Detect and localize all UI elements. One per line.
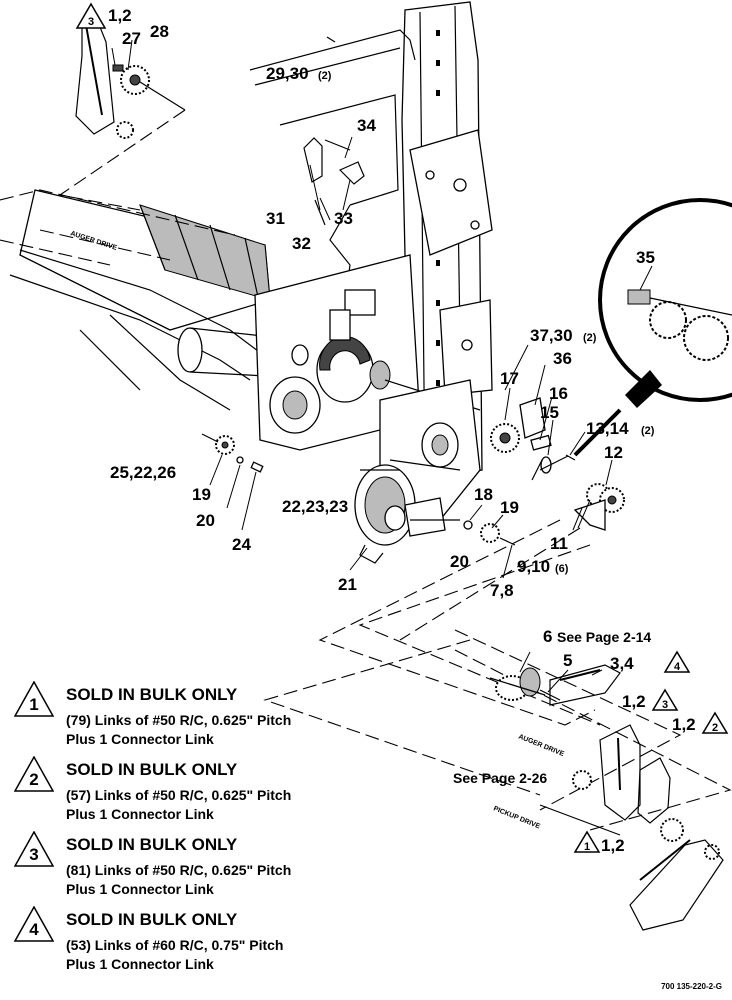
see-page-2-14: See Page 2-14 bbox=[557, 629, 651, 645]
callout-1-2-b: 1,2 bbox=[672, 715, 696, 734]
triangle-ref-3-mid-number: 3 bbox=[662, 699, 668, 711]
note-2-line1: (57) Links of #50 R/C, 0.625" Pitch bbox=[66, 787, 292, 803]
note-2-number: 2 bbox=[29, 770, 39, 789]
callout-31: 31 bbox=[266, 209, 285, 228]
callout-20-right: 20 bbox=[450, 552, 469, 571]
callout-18: 18 bbox=[474, 485, 493, 504]
callout-22-23-23: 22,23,23 bbox=[282, 497, 348, 516]
note-3-heading: SOLD IN BULK ONLY bbox=[66, 835, 238, 854]
callout-21: 21 bbox=[338, 575, 357, 594]
callout-35: 35 bbox=[636, 248, 655, 267]
callout-6: 6 bbox=[543, 627, 552, 646]
callout-1-2-a: 1,2 bbox=[622, 692, 646, 711]
note-2-line2: Plus 1 Connector Link bbox=[66, 806, 214, 822]
note-3-number: 3 bbox=[29, 845, 39, 864]
note-1-number: 1 bbox=[29, 695, 39, 714]
callout-19-right: 19 bbox=[500, 498, 519, 517]
callout-9-10: 9,10 bbox=[517, 557, 550, 576]
drive-plate bbox=[254, 254, 481, 451]
note-2-heading: SOLD IN BULK ONLY bbox=[66, 760, 238, 779]
figure-id: 700 135-220-2-G bbox=[661, 982, 722, 991]
note-4-number: 4 bbox=[29, 920, 39, 939]
note-3-triangle: 3 bbox=[14, 831, 54, 867]
pickup-drive-label: PICKUP DRIVE bbox=[492, 805, 541, 830]
callout-13-14-qty: (2) bbox=[641, 425, 655, 437]
triangle-ref-2-mid: 2 bbox=[701, 711, 729, 734]
callout-34: 34 bbox=[357, 116, 376, 135]
callout-37-30: 37,30 bbox=[530, 326, 573, 345]
leader-lines bbox=[111, 39, 653, 693]
note-1-heading: SOLD IN BULK ONLY bbox=[66, 685, 238, 704]
callout-27: 27 bbox=[122, 29, 141, 48]
triangle-ref-3-mid: 3 bbox=[651, 688, 679, 711]
triangle-ref-3-top-number: 3 bbox=[88, 16, 94, 28]
auger-tube bbox=[0, 189, 306, 411]
triangle-ref-3-top: 3 bbox=[75, 2, 107, 29]
callout-29-30-qty: (2) bbox=[318, 70, 332, 82]
callout-13-14: 13,14 bbox=[586, 419, 629, 438]
note-1-line2: Plus 1 Connector Link bbox=[66, 731, 214, 747]
triangle-ref-4-number: 4 bbox=[674, 661, 681, 673]
note-4-line2: Plus 1 Connector Link bbox=[66, 956, 214, 972]
detail-circle bbox=[573, 198, 732, 457]
callout-37-30-qty: (2) bbox=[583, 332, 597, 344]
see-page-2-26: See Page 2-26 bbox=[453, 770, 547, 786]
callout-11: 11 bbox=[550, 534, 568, 553]
note-1-line1: (79) Links of #50 R/C, 0.625" Pitch bbox=[66, 712, 292, 728]
triangle-ref-1-low: 1 bbox=[573, 830, 601, 853]
callout-7-8: 7,8 bbox=[490, 581, 514, 600]
callout-24: 24 bbox=[232, 535, 251, 554]
note-4-triangle: 4 bbox=[14, 906, 54, 942]
callout-3-4: 3,4 bbox=[610, 654, 634, 673]
drive-boundaries bbox=[0, 109, 732, 831]
exploded-parts bbox=[75, 11, 625, 546]
callout-29-30: 29,30 bbox=[266, 64, 309, 83]
callout-5: 5 bbox=[563, 651, 572, 670]
callout-25-22-26: 25,22,26 bbox=[110, 463, 176, 482]
lower-chains bbox=[489, 664, 724, 931]
auger-drive-bottom-label: AUGER DRIVE bbox=[517, 733, 565, 758]
note-3-line2: Plus 1 Connector Link bbox=[66, 881, 214, 897]
note-1-triangle: 1 bbox=[14, 681, 54, 717]
callout-32: 32 bbox=[292, 234, 311, 253]
frame-panel bbox=[401, 1, 493, 481]
note-3-line1: (81) Links of #50 R/C, 0.625" Pitch bbox=[66, 862, 292, 878]
callout-19-left: 19 bbox=[192, 485, 211, 504]
callout-9-10-qty: (6) bbox=[555, 563, 569, 575]
upper-bracket bbox=[249, 29, 416, 301]
triangle-ref-2-mid-number: 2 bbox=[712, 722, 718, 734]
note-4-heading: SOLD IN BULK ONLY bbox=[66, 910, 238, 929]
triangle-ref-4: 4 bbox=[663, 650, 691, 673]
callout-12: 12 bbox=[604, 443, 623, 462]
callout-20-left: 20 bbox=[196, 511, 215, 530]
callout-36: 36 bbox=[553, 349, 572, 368]
callout-15: 15 bbox=[540, 403, 559, 422]
inline-triangles: 3 4 3 2 1 bbox=[75, 2, 729, 853]
note-2-triangle: 2 bbox=[14, 756, 54, 792]
callout-28: 28 bbox=[150, 22, 169, 41]
callout-33: 33 bbox=[334, 209, 353, 228]
note-4-line1: (53) Links of #60 R/C, 0.75" Pitch bbox=[66, 937, 284, 953]
callout-16: 16 bbox=[549, 384, 568, 403]
callout-1-2-top: 1,2 bbox=[108, 6, 132, 25]
callout-17: 17 bbox=[500, 369, 519, 388]
lower-gearbox bbox=[354, 379, 481, 564]
callout-1-2-c: 1,2 bbox=[601, 836, 625, 855]
triangle-ref-1-low-number: 1 bbox=[584, 841, 590, 853]
